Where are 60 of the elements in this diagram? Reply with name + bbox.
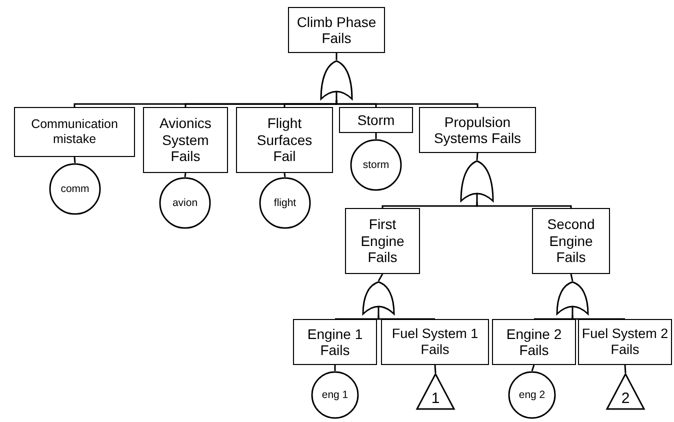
connector-line [476, 152, 478, 160]
event-box [532, 208, 610, 274]
event-label: Storm [357, 112, 395, 128]
connector-line [572, 315, 626, 320]
connector-line [334, 365, 336, 371]
event-box [419, 107, 536, 153]
event-label: 1 [431, 390, 440, 407]
event-label: Second Engine Fails [546, 216, 596, 266]
basic-event-circle [508, 371, 556, 419]
event-box [578, 319, 672, 365]
or-gate [320, 60, 353, 100]
event-label: Propulsion Systems Fails [432, 114, 522, 146]
event-box [236, 107, 333, 173]
event-label: Communication mistake [30, 117, 119, 147]
basic-event-circle [159, 177, 211, 229]
connector-line [624, 364, 626, 374]
event-label: Engine 1 Fails [306, 326, 364, 358]
event-label: Engine 2 Fails [505, 326, 563, 358]
transfer-triangle [606, 373, 645, 410]
basic-event-circle [350, 139, 402, 191]
connector-line [336, 53, 338, 60]
event-label: Flight Surfaces Fail [256, 115, 314, 165]
event-box [492, 319, 576, 365]
event-box [14, 107, 135, 157]
event-box [339, 107, 413, 133]
event-label: Avionics System Fails [158, 115, 212, 165]
event-box [345, 208, 420, 274]
event-box [288, 7, 385, 53]
event-label: avion [172, 197, 198, 209]
event-box [381, 319, 489, 365]
event-label: 2 [621, 390, 630, 407]
basic-event-circle [49, 163, 101, 215]
event-label: Fuel System 2 Fails [580, 326, 670, 358]
connector-line [531, 364, 535, 372]
or-gate [460, 160, 494, 202]
basic-event-circle [311, 371, 359, 419]
connector-line [184, 172, 186, 178]
connector-line [434, 364, 436, 374]
connector-line [375, 133, 377, 139]
connector-line [476, 202, 572, 208]
connector-line [284, 172, 286, 178]
transfer-triangle [416, 373, 455, 410]
basic-event-circle [259, 177, 311, 229]
event-label: comm [60, 183, 90, 195]
connector-line [378, 274, 384, 282]
event-label: eng 2 [518, 389, 546, 401]
connector-line [570, 274, 574, 282]
or-gate [362, 281, 395, 315]
event-label: eng 1 [322, 389, 348, 401]
event-label: flight [274, 197, 296, 209]
event-box [143, 107, 228, 173]
event-label: First Engine Fails [360, 216, 406, 266]
or-gate [556, 281, 589, 315]
connector-line [378, 315, 436, 320]
connector-line [74, 156, 76, 164]
event-label: Climb Phase Fails [296, 14, 376, 46]
connector-line [336, 100, 478, 107]
event-label: storm [362, 159, 390, 171]
event-label: Fuel System 1 Fails [390, 326, 480, 358]
event-box [293, 319, 377, 365]
